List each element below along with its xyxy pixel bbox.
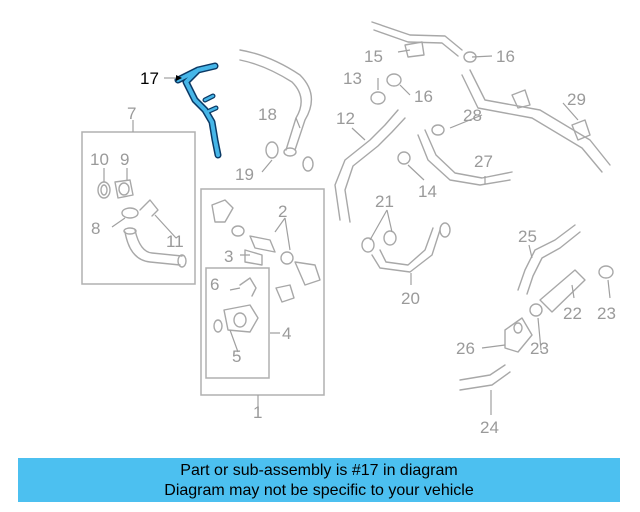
callout-23-right: 23 [597, 304, 616, 323]
callout-13: 13 [343, 69, 362, 88]
group-box-7 [81, 131, 196, 285]
callout-18: 18 [258, 105, 277, 124]
callout-15: 15 [364, 47, 383, 66]
part-16-clamp [386, 73, 402, 87]
part-10-o-ring [97, 181, 111, 199]
part-8-clamp [121, 207, 139, 219]
part-5-gasket [213, 319, 223, 333]
part-15-hose [371, 21, 463, 58]
callout-14: 14 [418, 182, 437, 201]
callout-2: 2 [278, 202, 287, 221]
callout-4: 4 [282, 324, 291, 343]
part-26-fitting [504, 317, 533, 353]
part-4-thermostat-housing [223, 304, 259, 333]
callout-8: 8 [91, 219, 100, 238]
part-3-hose [244, 249, 263, 266]
callout-23-lower: 23 [530, 339, 549, 358]
part-17-coolant-pipe[interactable] [174, 62, 222, 159]
banner-line-2: Diagram may not be specific to your vehi… [164, 482, 474, 499]
part-25-hose [517, 224, 581, 295]
callout-7: 7 [127, 104, 136, 123]
callout-1: 1 [253, 403, 262, 422]
callout-10: 10 [90, 150, 109, 169]
part-23-clamps [529, 265, 614, 317]
callout-16-lower: 16 [414, 87, 433, 106]
callout-6: 6 [210, 275, 219, 294]
callout-29: 29 [567, 90, 586, 109]
part-13-clamp [370, 91, 386, 105]
callout-27: 27 [474, 152, 493, 171]
part-18-hose [239, 49, 313, 157]
callout-12: 12 [336, 109, 355, 128]
part-29-pipe-rail [461, 69, 611, 173]
parts-diagram: 17 7 10 9 8 11 2 3 6 4 5 1 18 19 12 13 1… [81, 21, 616, 437]
part-24-hose [459, 364, 511, 391]
part-27-line [417, 129, 513, 186]
part-28-o-ring [431, 124, 445, 136]
callout-19: 19 [235, 165, 254, 184]
part-22-hose [539, 269, 586, 313]
callout-20: 20 [401, 289, 420, 308]
banner-line-1: Part or sub-assembly is #17 in diagram [180, 462, 458, 479]
part-20-pipe [371, 222, 451, 273]
part-9-flange [114, 179, 134, 199]
callout-5: 5 [232, 347, 241, 366]
part-2-fitting [275, 284, 295, 303]
part-21-o-rings [361, 230, 397, 253]
callout-22: 22 [563, 304, 582, 323]
part-2-pipe-assembly [211, 199, 321, 286]
part-12-hose [334, 109, 406, 223]
callout-3: 3 [224, 247, 233, 266]
callout-9: 9 [120, 150, 129, 169]
leader-17-arrow [176, 75, 182, 81]
callout-21: 21 [375, 192, 394, 211]
callout-24: 24 [480, 418, 499, 437]
callout-28: 28 [463, 106, 482, 125]
part-14-clamp [397, 151, 411, 165]
callout-17: 17 [140, 69, 159, 88]
callout-11: 11 [166, 232, 184, 251]
callout-25: 25 [518, 227, 537, 246]
part-19-o-rings [265, 141, 314, 172]
part-7-hose [123, 227, 187, 268]
part-11-hose [139, 199, 159, 217]
part-6-clip [239, 277, 257, 297]
group-box-4 [205, 267, 270, 379]
info-banner: Part or sub-assembly is #17 in diagram D… [18, 458, 620, 502]
callout-16-upper: 16 [496, 47, 515, 66]
leader-lines [103, 49, 611, 415]
group-box-1 [200, 188, 325, 396]
callout-26: 26 [456, 339, 475, 358]
